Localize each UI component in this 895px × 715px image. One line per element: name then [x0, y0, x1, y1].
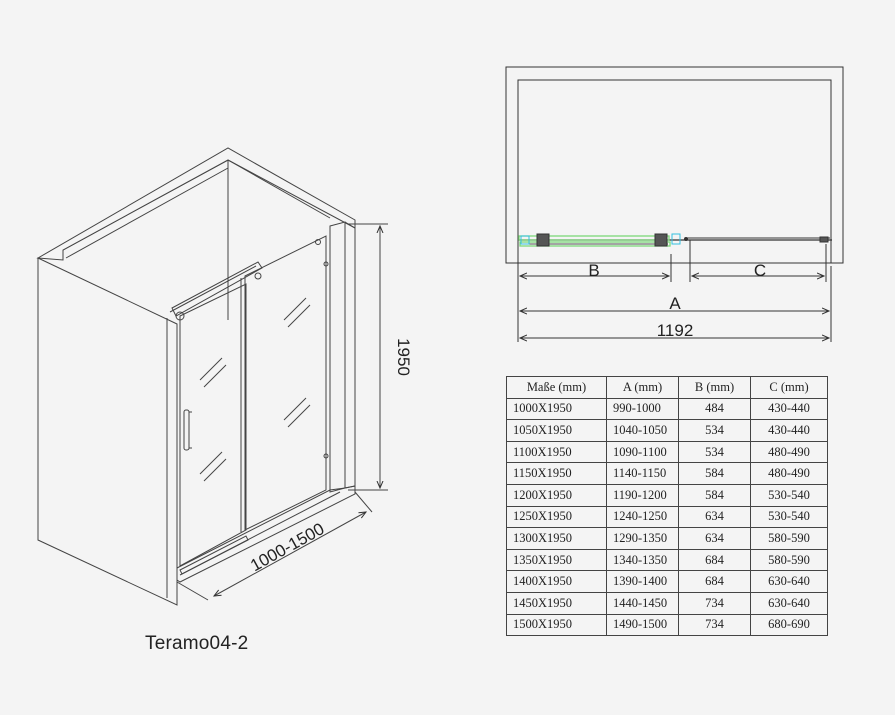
table-cell: 1240-1250 — [606, 505, 679, 529]
label-total: 1192 — [657, 321, 694, 340]
label-a: A — [669, 294, 681, 313]
table-cell: 1040-1050 — [606, 419, 679, 442]
table-cell: 1440-1450 — [606, 591, 679, 615]
header-a: A (mm) — [606, 376, 679, 399]
table-header-row: Maße (mm) A (mm) B (mm) C (mm) — [506, 376, 828, 399]
table-cell: 1090-1100 — [606, 440, 679, 464]
table-cell: 430-440 — [750, 397, 828, 421]
size-table: Maße (mm) A (mm) B (mm) C (mm) 1000X1950… — [506, 376, 828, 637]
table-cell: 1050X1950 — [506, 419, 607, 442]
table-cell: 530-540 — [750, 483, 828, 507]
table-cell: 584 — [678, 483, 751, 507]
table-cell: 584 — [678, 462, 751, 485]
table-cell: 1390-1400 — [606, 570, 679, 593]
table-cell: 1450X1950 — [506, 591, 607, 615]
table-cell: 684 — [678, 570, 751, 593]
table-cell: 1500X1950 — [506, 613, 607, 637]
table-cell: 534 — [678, 440, 751, 464]
table-cell: 1150X1950 — [506, 462, 607, 485]
table-cell: 430-440 — [750, 419, 828, 442]
header-b: B (mm) — [678, 376, 751, 399]
table-cell: 1190-1200 — [606, 483, 679, 507]
table-cell: 680-690 — [750, 613, 828, 637]
width-dimension — [176, 491, 373, 601]
table-cell: 1290-1350 — [606, 527, 679, 550]
table-cell: 580-590 — [750, 548, 828, 572]
table-cell: 1000X1950 — [506, 397, 607, 421]
table-cell: 990-1000 — [606, 397, 679, 421]
rail-roller-left — [175, 311, 185, 321]
header-size: Maße (mm) — [506, 376, 607, 399]
plan-roller-right — [654, 233, 668, 247]
header-c: C (mm) — [750, 376, 828, 399]
table-cell: 1300X1950 — [506, 527, 607, 550]
table-cell: 634 — [678, 505, 751, 529]
plan-inner-frame — [517, 79, 832, 263]
shower-perspective-view — [36, 147, 388, 606]
height-label: 1950 — [394, 338, 413, 376]
rail-roller-right — [254, 272, 262, 280]
table-cell: 630-640 — [750, 570, 828, 593]
table-cell: 1350X1950 — [506, 548, 607, 572]
table-cell: 684 — [678, 548, 751, 572]
left-wall — [37, 257, 178, 606]
table-cell: 480-490 — [750, 462, 828, 485]
label-b: B — [588, 261, 599, 280]
table-cell: 634 — [678, 527, 751, 550]
table-cell: 1400X1950 — [506, 570, 607, 593]
table-cell: 480-490 — [750, 440, 828, 464]
table-cell: 1250X1950 — [506, 505, 607, 529]
table-cell: 484 — [678, 397, 751, 421]
table-cell: 1340-1350 — [606, 548, 679, 572]
table-cell: 580-590 — [750, 527, 828, 550]
sliding-door-highlight — [518, 235, 670, 241]
back-wall-top — [227, 159, 331, 219]
table-cell: 1490-1500 — [606, 613, 679, 637]
table-cell: 1100X1950 — [506, 440, 607, 464]
plan-roller-left — [536, 233, 550, 247]
table-cell: 1200X1950 — [506, 483, 607, 507]
sliding-door-panel — [179, 283, 247, 567]
table-cell: 1140-1150 — [606, 462, 679, 485]
back-wall — [36, 147, 356, 261]
table-cell: 534 — [678, 419, 751, 442]
glass-reflection-marks — [199, 297, 311, 482]
door-handle — [183, 409, 190, 451]
plan-view — [505, 66, 844, 342]
height-dimension — [348, 223, 388, 491]
model-caption: Teramo04-2 — [145, 633, 249, 654]
label-c: C — [754, 261, 766, 280]
table-cell: 530-540 — [750, 505, 828, 529]
left-wall-inner — [62, 159, 229, 260]
fixed-glass-panel — [244, 235, 327, 531]
shower-tray — [176, 485, 356, 583]
sliding-rail — [171, 261, 263, 317]
table-cell: 734 — [678, 591, 751, 615]
table-cell: 734 — [678, 613, 751, 637]
plan-outer-frame — [505, 66, 844, 264]
right-wall — [329, 221, 346, 493]
table-cell: 630-640 — [750, 591, 828, 615]
